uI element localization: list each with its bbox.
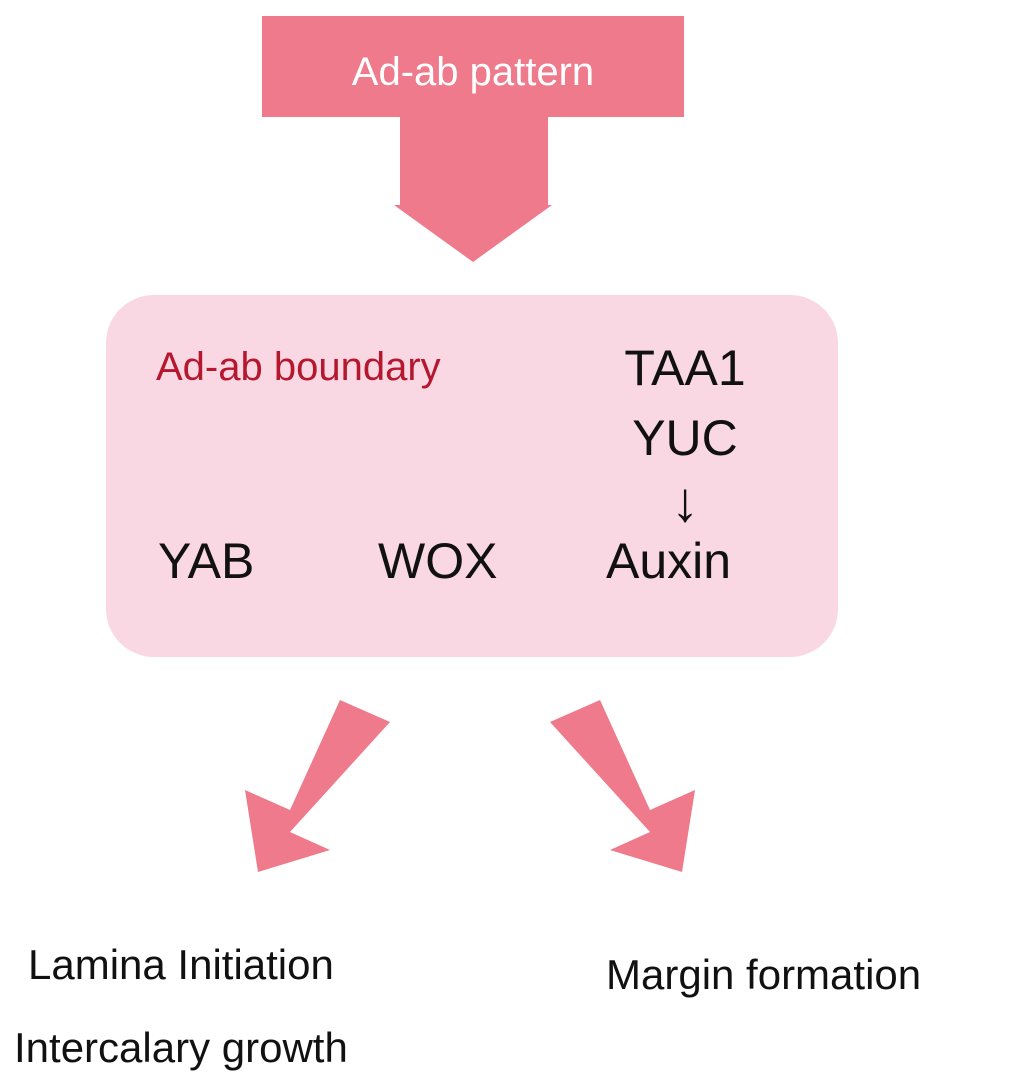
top-box-label: Ad-ab pattern	[351, 50, 595, 94]
margin-formation-label: Margin formation	[606, 951, 922, 998]
left-diagonal-arrow	[245, 700, 390, 872]
intercalary-growth-label: Intercalary growth	[14, 1024, 348, 1071]
yuc-label: YUC	[632, 410, 738, 466]
auxin-label: Auxin	[606, 533, 732, 589]
taa1-label: TAA1	[624, 340, 746, 396]
yab-label: YAB	[158, 533, 255, 589]
top-down-arrow	[262, 16, 684, 262]
wox-label: WOX	[378, 533, 498, 589]
lamina-initiation-label: Lamina Initiation	[28, 941, 334, 988]
down-arrow-icon: ↓	[671, 470, 699, 533]
boundary-label: Ad-ab boundary	[156, 345, 441, 389]
right-diagonal-arrow	[550, 700, 695, 872]
center-panel	[106, 295, 838, 657]
